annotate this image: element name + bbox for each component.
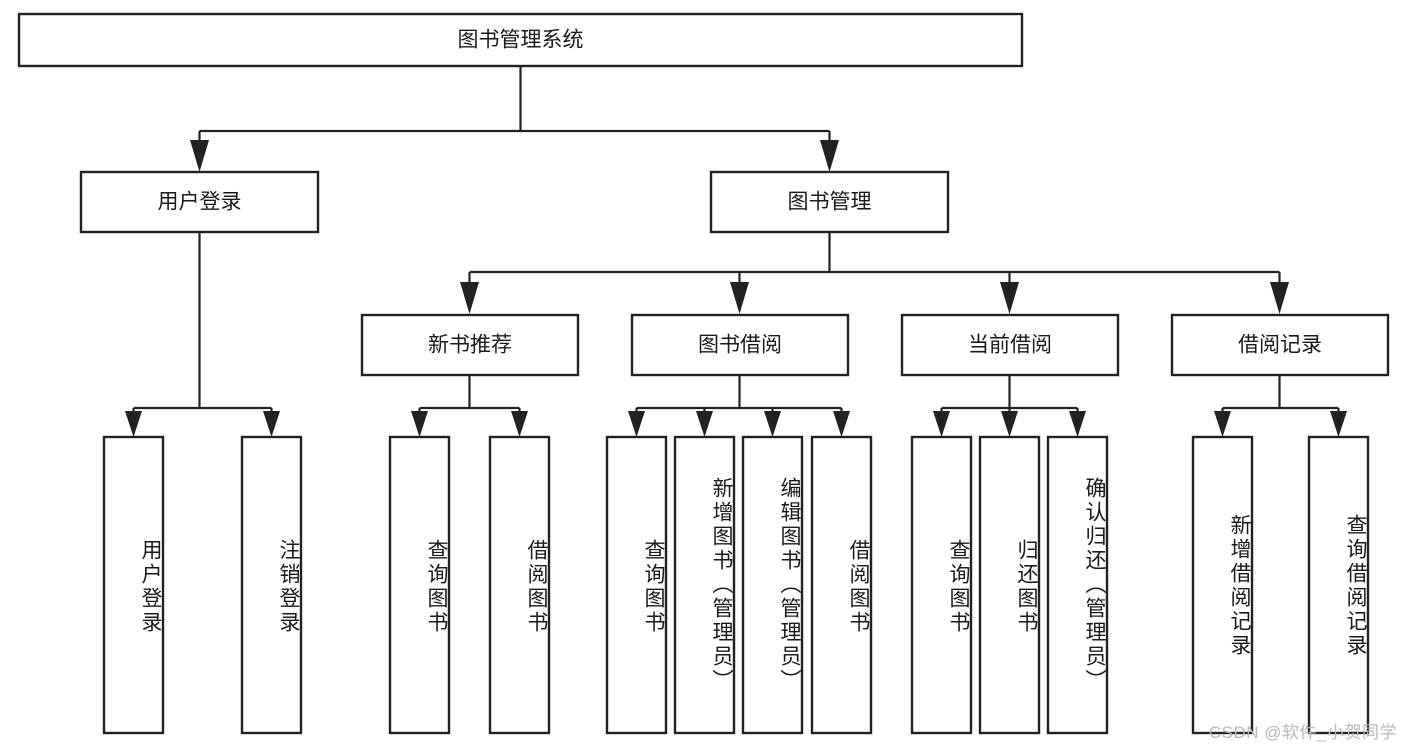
- node-level2-1-label: 图书管理: [788, 191, 872, 214]
- node-level2-0-label: 用户登录: [158, 191, 242, 214]
- node-leaf-7-box[interactable]: [810, 435, 873, 735]
- node-leaf-6-box[interactable]: [741, 435, 804, 735]
- arrow-head-record-query: [1330, 411, 1347, 437]
- arrow-head-login: [190, 140, 209, 172]
- arrow-head-record: [1270, 282, 1289, 314]
- arrow-head-borrow-add: [696, 411, 713, 437]
- node-root-box[interactable]: [17, 12, 1024, 68]
- arrow-head-current-return: [1001, 411, 1018, 437]
- connector-group-bookmgmt: [460, 232, 1289, 314]
- node-level3-1-box[interactable]: [630, 313, 850, 377]
- node-root-label: 图书管理系统: [458, 29, 584, 52]
- node-leaf-11-box[interactable]: [1191, 435, 1254, 735]
- node-leaf-9-box[interactable]: [978, 435, 1041, 735]
- node-level3-1-label: 图书借阅: [698, 334, 782, 357]
- node-level3-3-box[interactable]: [1170, 313, 1390, 377]
- node-level3-3-label: 借阅记录: [1238, 334, 1322, 357]
- connector-group-login: [125, 232, 280, 437]
- node-level3-2-label: 当前借阅: [968, 334, 1052, 357]
- connector-group-root: [190, 66, 839, 172]
- connector-group-current: [933, 375, 1086, 437]
- connector-group-borrow: [628, 375, 850, 437]
- arrow-head-current-confirm: [1069, 411, 1086, 437]
- node-leaf-12-box[interactable]: [1307, 435, 1370, 735]
- arrow-head-leaf-user-login: [125, 411, 142, 437]
- node-level3-2-box[interactable]: [900, 313, 1120, 377]
- connector-group-record: [1214, 375, 1347, 437]
- arrow-head-borrow: [730, 282, 749, 314]
- node-leaf-5-box[interactable]: [673, 435, 736, 735]
- node-level3-0-box[interactable]: [360, 313, 580, 377]
- node-leaf-3-box[interactable]: [488, 435, 551, 735]
- node-leaf-2-box[interactable]: [388, 435, 451, 735]
- arrow-head-bookmgmt: [820, 140, 839, 172]
- node-leaf-4-box[interactable]: [605, 435, 668, 735]
- arrow-head-record-add: [1214, 411, 1231, 437]
- arrow-head-newbook: [460, 282, 479, 314]
- node-leaf-0-box[interactable]: [102, 435, 165, 735]
- watermark-text: CSDN @软件_小贺同学: [1208, 723, 1397, 742]
- node-level2-0-box[interactable]: [79, 170, 320, 234]
- arrow-head-current: [1000, 282, 1019, 314]
- arrow-head-newbook-query: [411, 411, 428, 437]
- connector-group-newbook: [411, 375, 528, 437]
- node-leaf-1-box[interactable]: [240, 435, 303, 735]
- arrow-head-current-query: [933, 411, 950, 437]
- arrow-head-leaf-user-logout: [263, 411, 280, 437]
- node-level2-1-box[interactable]: [709, 170, 950, 234]
- arrow-head-borrow-edit: [764, 411, 781, 437]
- node-leaf-10-box[interactable]: [1046, 435, 1109, 735]
- arrow-head-borrow-query: [628, 411, 645, 437]
- node-level3-0-label: 新书推荐: [428, 334, 512, 357]
- arrow-head-borrow-lend: [833, 411, 850, 437]
- node-leaf-8-box[interactable]: [910, 435, 973, 735]
- arrow-head-newbook-borrow: [511, 411, 528, 437]
